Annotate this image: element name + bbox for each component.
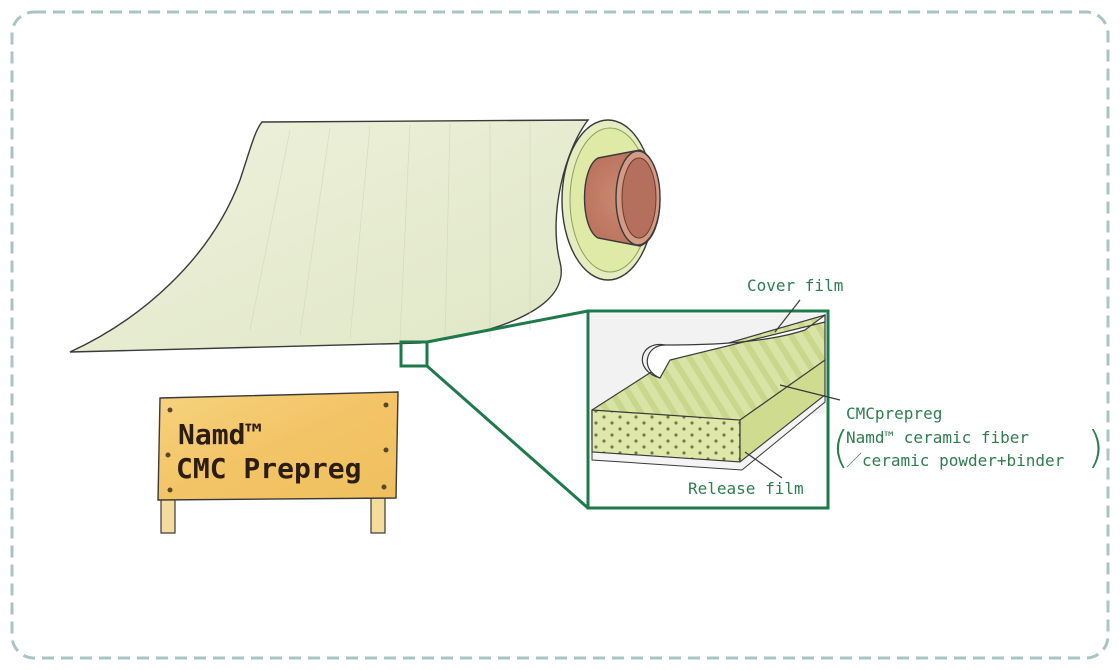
zoom-marker [399,340,429,368]
sign-line1: Namd™ [178,418,262,451]
prepreg-roll [69,119,661,353]
prepreg-sheet [69,119,590,353]
cover-film-peel [646,313,826,379]
zoom-line-top [426,309,589,344]
zoom-line-bottom [426,364,589,510]
release-film-leader [744,451,783,479]
sign-leg-left [160,494,176,534]
label-prepreg-title: CMCprepreg [846,404,942,423]
sign-screws [165,402,389,493]
label-prepreg-line2: ／ceramic powder+binder [846,451,1065,470]
label-cover-film: Cover film [747,276,843,295]
release-film-layer [591,393,826,471]
sign-board [157,391,399,501]
cover-film-leader [774,299,801,333]
sheet-texture [249,122,531,341]
paren-open: ( [832,422,849,473]
prepreg-leader [779,384,841,401]
zoom-panel [586,309,830,510]
sign-line2: CMC Prepreg [176,452,361,485]
label-release-film: Release film [688,479,804,498]
wooden-sign: Namd™ CMC Prepreg [157,391,399,534]
roll-core-hole [621,157,657,239]
label-prepreg-line1: Namd™ ceramic fiber [846,428,1029,447]
paren-close: ) [1087,422,1104,473]
sign-leg-right [370,494,386,534]
dashed-border [10,10,1110,660]
